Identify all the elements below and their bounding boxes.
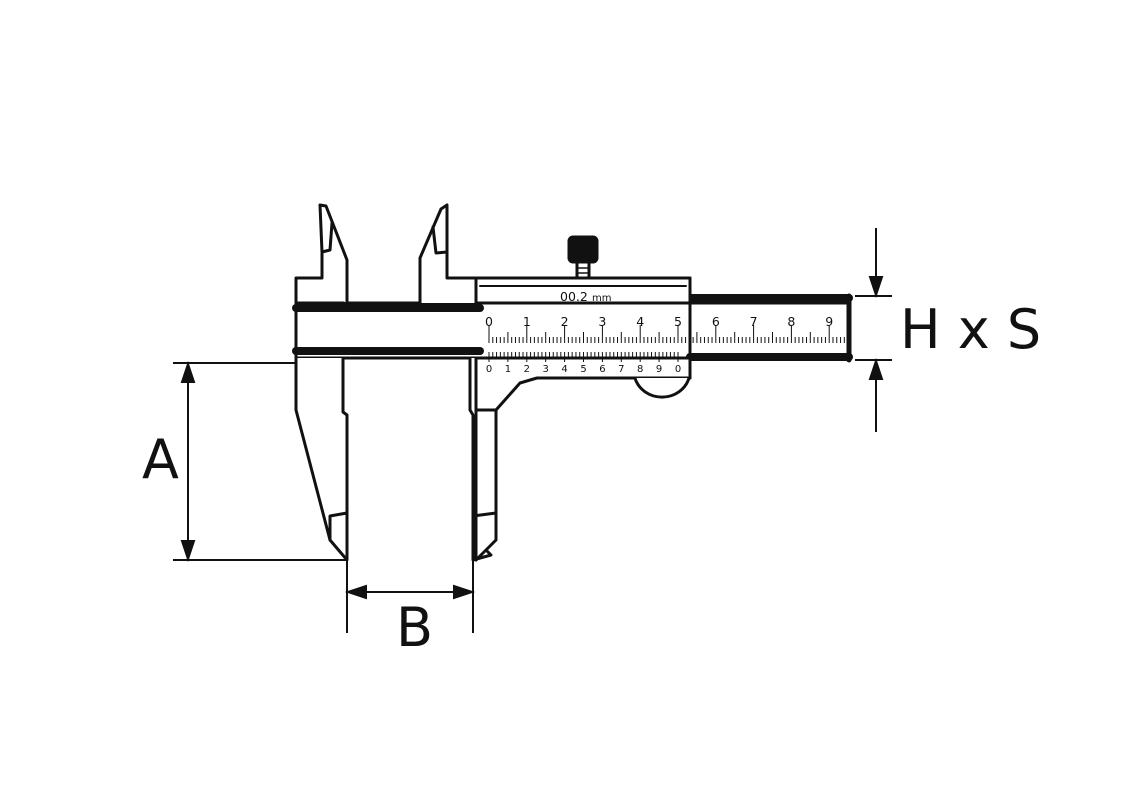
dim-b-label: B — [396, 596, 433, 659]
main-scale-label: 7 — [750, 314, 758, 329]
dim-h-arrow-up — [868, 357, 884, 380]
dim-hxs-label: H x S — [900, 298, 1041, 361]
main-scale-label: 1 — [523, 314, 531, 329]
main-scale-label: 2 — [561, 314, 569, 329]
vernier-scale-label: 3 — [543, 364, 549, 375]
main-scale-label: 0 — [485, 314, 493, 329]
vernier-scale-label: 6 — [599, 364, 605, 375]
thumb-wheel[interactable] — [633, 376, 691, 399]
sliding-upper-jaw-blade — [431, 225, 449, 255]
main-scale-labels: 0 1 2 3 4 5 6 7 8 9 — [485, 314, 833, 329]
vernier-scale-labels: 0 1 2 3 4 5 6 7 8 9 0 — [486, 364, 681, 375]
dim-b-arrow-right — [453, 584, 476, 600]
vernier-scale-label: 1 — [505, 364, 511, 375]
vernier-scale-label: 7 — [618, 364, 624, 375]
vernier-scale-label: 8 — [637, 364, 643, 375]
resolution-unit: mm — [592, 293, 611, 304]
locking-screw-head[interactable] — [567, 235, 599, 264]
dim-a-label: A — [142, 428, 179, 491]
main-scale-ticks — [488, 325, 845, 343]
dim-b-arrow-left — [344, 584, 367, 600]
dim-a-arrow-down — [180, 540, 196, 563]
vernier-scale-label: 9 — [656, 364, 662, 375]
main-scale-label: 9 — [825, 314, 833, 329]
fixed-jaw-tip-notch — [328, 511, 349, 542]
vernier-scale-label: 2 — [524, 364, 530, 375]
locking-screw-shank — [575, 260, 591, 280]
fixed-outer-jaw-blade — [320, 221, 334, 254]
vernier-scale-label: 5 — [580, 364, 586, 375]
vernier-scale-ticks — [488, 352, 679, 362]
fixed-jaw-body — [294, 203, 349, 562]
main-scale-label: 3 — [598, 314, 606, 329]
main-scale-label: 4 — [636, 314, 644, 329]
vernier-scale-label: 0 — [486, 364, 492, 375]
sliding-jaw-tip-notch — [471, 511, 498, 542]
main-scale-label: 5 — [674, 314, 682, 329]
resolution-value: 00.2 — [560, 289, 588, 304]
dim-a-arrow-up — [180, 360, 196, 383]
vernier-scale-label: 4 — [561, 364, 567, 375]
sliding-upper-jaw — [418, 203, 478, 305]
main-scale-label: 6 — [712, 314, 720, 329]
main-scale-label: 8 — [787, 314, 795, 329]
vernier-scale-label: 0 — [675, 364, 681, 375]
dim-h-arrow-down — [868, 276, 884, 299]
